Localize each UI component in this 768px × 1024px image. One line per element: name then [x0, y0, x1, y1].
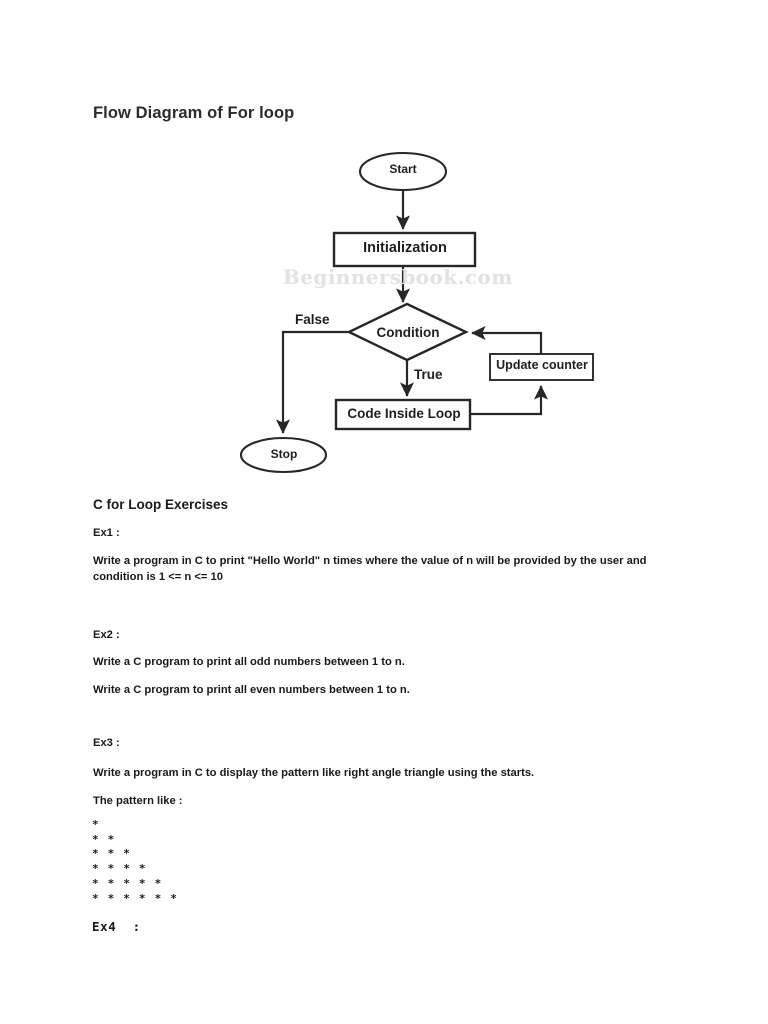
true-edge-label: True	[414, 367, 443, 382]
stop-node-label: Stop	[270, 447, 298, 461]
exercises-heading: C for Loop Exercises	[93, 497, 229, 512]
ex3-label: Ex3 :	[93, 737, 120, 749]
ex3-line-1: Write a program in C to display the patt…	[93, 767, 535, 779]
ex4-label: Ex4 :	[92, 919, 141, 934]
initialization-node-label: Initialization	[363, 240, 447, 256]
star-pattern-block: * * * * * * * * * * * * * * * * * * * * …	[92, 818, 179, 905]
edge-code-to-update-counter	[470, 385, 549, 416]
condition-node-label: Condition	[376, 325, 440, 340]
start-node-label: Start	[389, 162, 417, 176]
page-title: Flow Diagram of For loop	[93, 104, 295, 122]
false-edge-label: False	[295, 312, 330, 327]
ex2-line-2: Write a C program to print all even numb…	[93, 684, 410, 696]
ex1-text: Write a program in C to print "Hello Wor…	[93, 555, 647, 583]
ex1-label: Ex1 :	[93, 527, 120, 539]
update-counter-node-label: Update counter	[496, 358, 588, 372]
code-inside-loop-node-label: Code Inside Loop	[347, 406, 461, 421]
ex3-line-2: The pattern like :	[93, 795, 183, 807]
beginnersbook-watermark: Beginnersbook.com	[283, 265, 513, 289]
ex2-line-1: Write a C program to print all odd numbe…	[93, 656, 405, 668]
ex2-label: Ex2 :	[93, 629, 120, 641]
edge-update-counter-to-condition	[471, 325, 543, 354]
